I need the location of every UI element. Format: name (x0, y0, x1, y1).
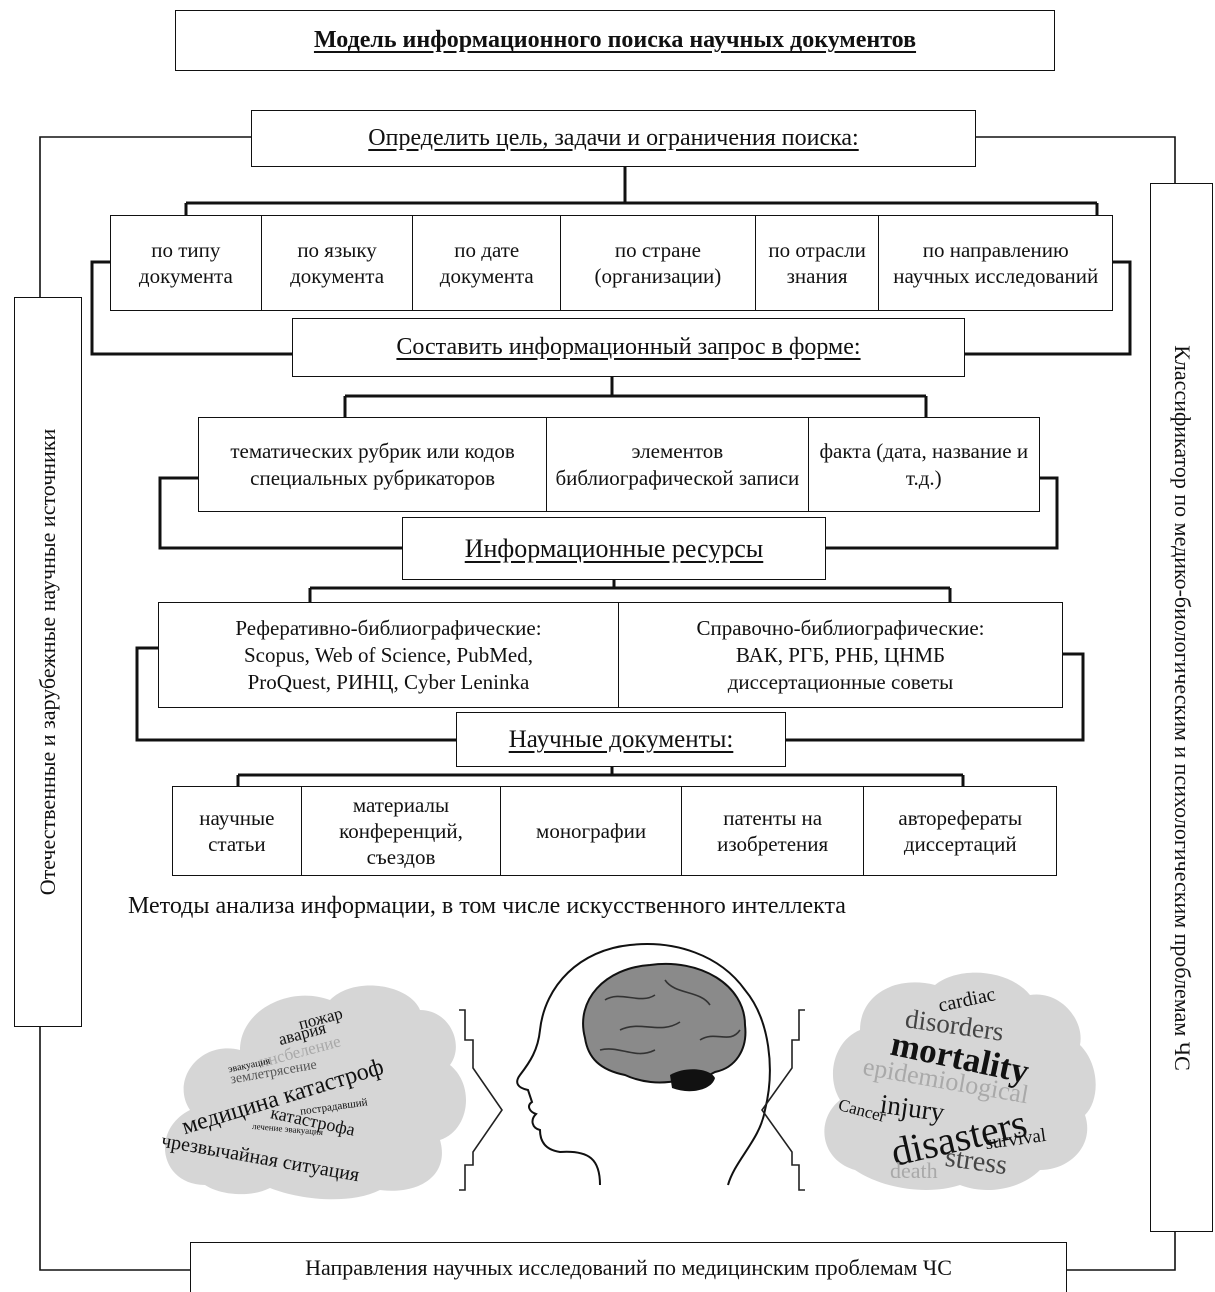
document-type-cell: материалы конференций, съездов (300, 787, 501, 875)
query-forms-row: тематических рубрик или кодов специальны… (198, 417, 1040, 512)
constraint-cell: по направлению научных исследований (878, 216, 1112, 310)
head-silhouette-icon (516, 943, 771, 1186)
resource-cell-reference: Справочно-библиографические: ВАК, РГБ, Р… (617, 603, 1062, 707)
document-type-cell: научные статьи (199, 806, 275, 856)
bracket-left-1 (90, 260, 292, 356)
query-form-cell: тематических рубрик или кодов специальны… (230, 438, 515, 490)
bracket-right-icon (761, 1009, 805, 1191)
methods-caption: Методы анализа информации, в том числе и… (128, 893, 846, 919)
search-constraints-row: по типу документа по языку документа по … (110, 215, 1113, 311)
constraint-cell: по дате документа (412, 216, 560, 310)
resources-row: Реферативно-библиографические: Scopus, W… (158, 602, 1063, 708)
resource-cell-abstract: Реферативно-библиографические: Scopus, W… (235, 615, 542, 694)
domestic-foreign-sources-box: Отечественные и зарубежные научные источ… (14, 297, 82, 1027)
bracket-left-icon (459, 1009, 503, 1191)
bottom-label: Направления научных исследований по меди… (305, 1254, 952, 1280)
constraint-cell: по типу документа (138, 238, 233, 288)
bracket-left-2 (158, 476, 402, 550)
bracket-right-1 (965, 260, 1132, 356)
step2-label-box: Составить информационный запрос в форме: (292, 318, 965, 377)
word-cloud-russian-background (164, 985, 467, 1200)
brain-icon (582, 962, 747, 1092)
constraint-cell: по отрасли знания (754, 216, 879, 310)
left-side-label: Отечественные и зарубежные научные источ… (35, 428, 60, 896)
bracket-left-3 (135, 646, 456, 742)
query-form-cell: факта (дата, название и т.д.) (807, 418, 1039, 511)
step1-label: Определить цель, задачи и ограничения по… (368, 125, 859, 151)
document-type-cell: авторефераты диссертаций (863, 787, 1056, 875)
title-text: Модель информационного поиска научных до… (313, 27, 917, 53)
right-side-label: Классификатор по медико-биологическим и … (1169, 344, 1195, 1071)
right-loop-connector (976, 136, 1176, 183)
right-bottom-connector (1067, 1232, 1176, 1271)
cloud-en-word: death (890, 1158, 938, 1183)
document-type-cell: монографии (500, 787, 681, 875)
constraint-cell: по стране (организации) (560, 216, 755, 310)
step4-label: Научные документы: (508, 725, 734, 753)
query-form-cell: элементов библиографической записи (546, 418, 807, 511)
step4-label-box: Научные документы: (456, 712, 786, 767)
classifier-box: Классификатор по медико-биологическим и … (1150, 183, 1213, 1232)
research-directions-box: Направления научных исследований по меди… (190, 1242, 1067, 1292)
step3-label: Информационные ресурсы (464, 533, 764, 563)
step2-label: Составить информационный запрос в форме: (396, 334, 861, 360)
diagram-title: Модель информационного поиска научных до… (175, 10, 1055, 71)
bracket-right-2 (826, 476, 1059, 550)
documents-row: научные статьи материалы конференций, съ… (172, 786, 1057, 876)
document-type-cell: патенты на изобретения (680, 787, 864, 875)
step3-label-box: Информационные ресурсы (402, 517, 826, 580)
word-cloud-english-background (824, 972, 1096, 1190)
step1-label-box: Определить цель, задачи и ограничения по… (251, 110, 976, 167)
bracket-right-3 (786, 652, 1085, 742)
constraint-cell: по языку документа (260, 216, 413, 310)
